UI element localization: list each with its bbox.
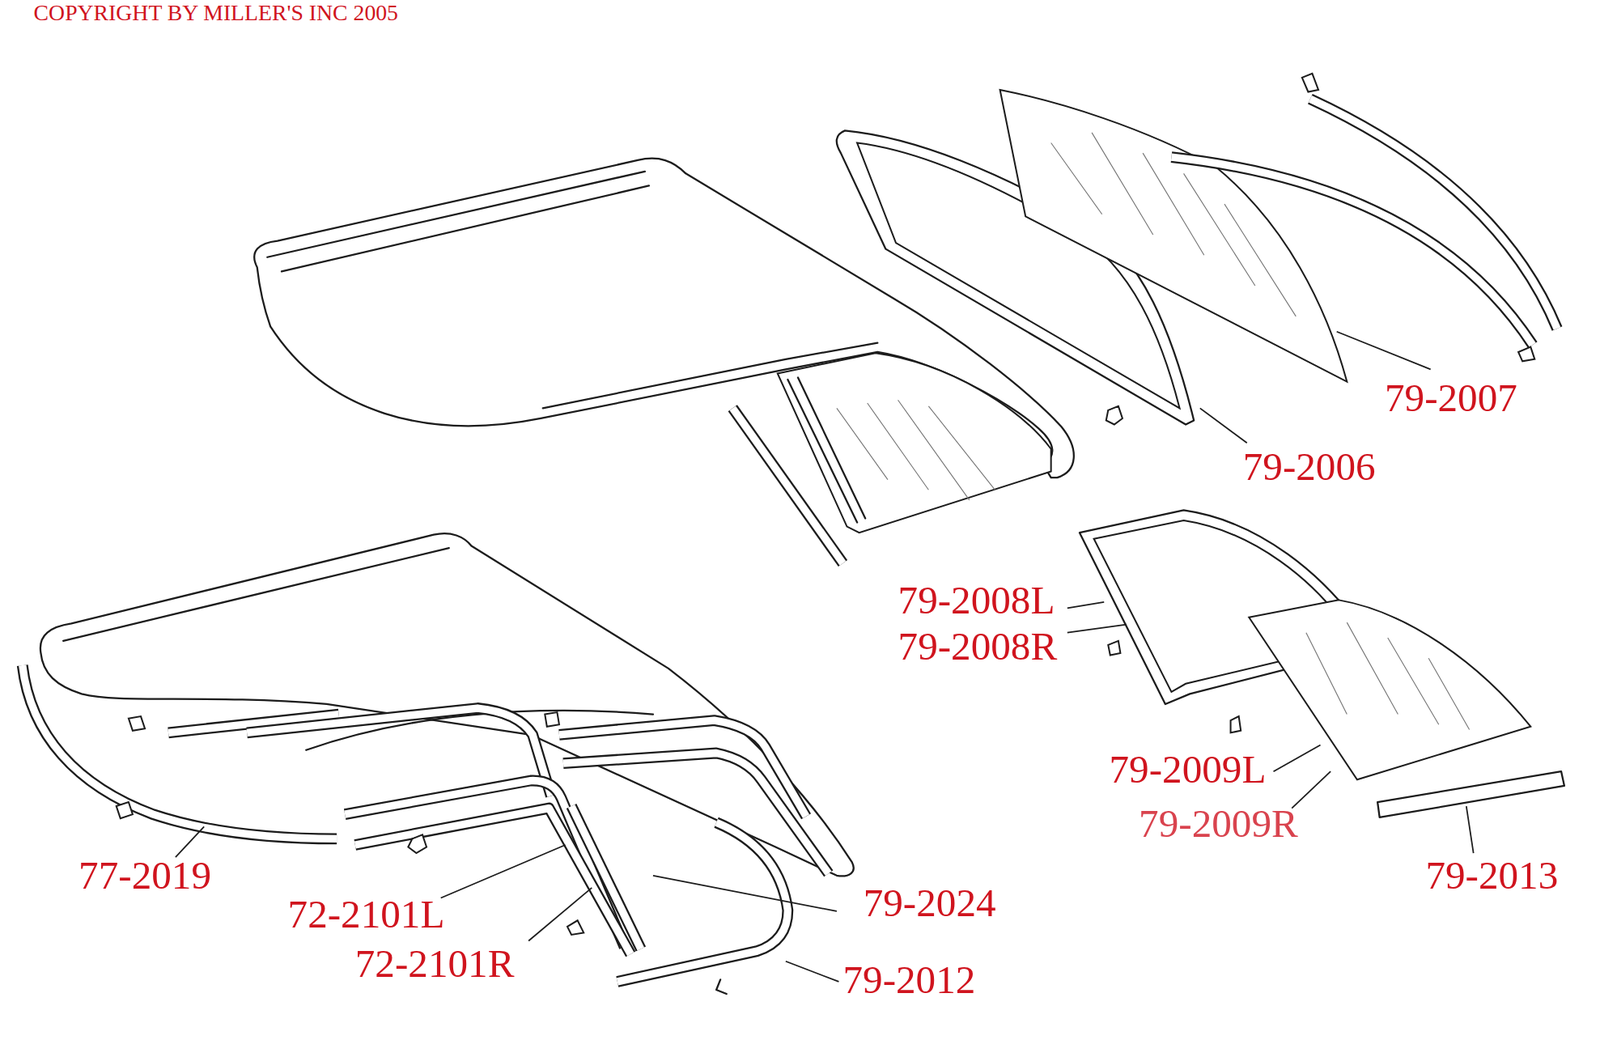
rear-window-parts	[836, 73, 1558, 425]
copyright-notice: COPYRIGHT BY MILLER'S INC 2005	[33, 2, 399, 26]
side-window-parts	[1079, 509, 1565, 818]
part-number: 79-2006	[1243, 445, 1376, 486]
part-number: 79-2009L	[1109, 748, 1267, 789]
part-number: 79-2009R	[1138, 802, 1299, 843]
hardtop-lower	[22, 533, 854, 982]
leader-lines	[175, 331, 1474, 982]
part-number: 77-2019	[78, 855, 212, 896]
part-number: 79-2024	[863, 882, 997, 923]
part-number: 79-2012	[842, 959, 976, 999]
part-number: 79-2008R	[898, 625, 1058, 666]
part-number: 79-2007	[1384, 377, 1518, 418]
part-number: 72-2101R	[355, 942, 515, 983]
clips	[116, 406, 1241, 994]
part-number: 79-2013	[1425, 855, 1558, 896]
part-number: 72-2101L	[288, 893, 446, 934]
part-number: 79-2008L	[898, 579, 1056, 620]
